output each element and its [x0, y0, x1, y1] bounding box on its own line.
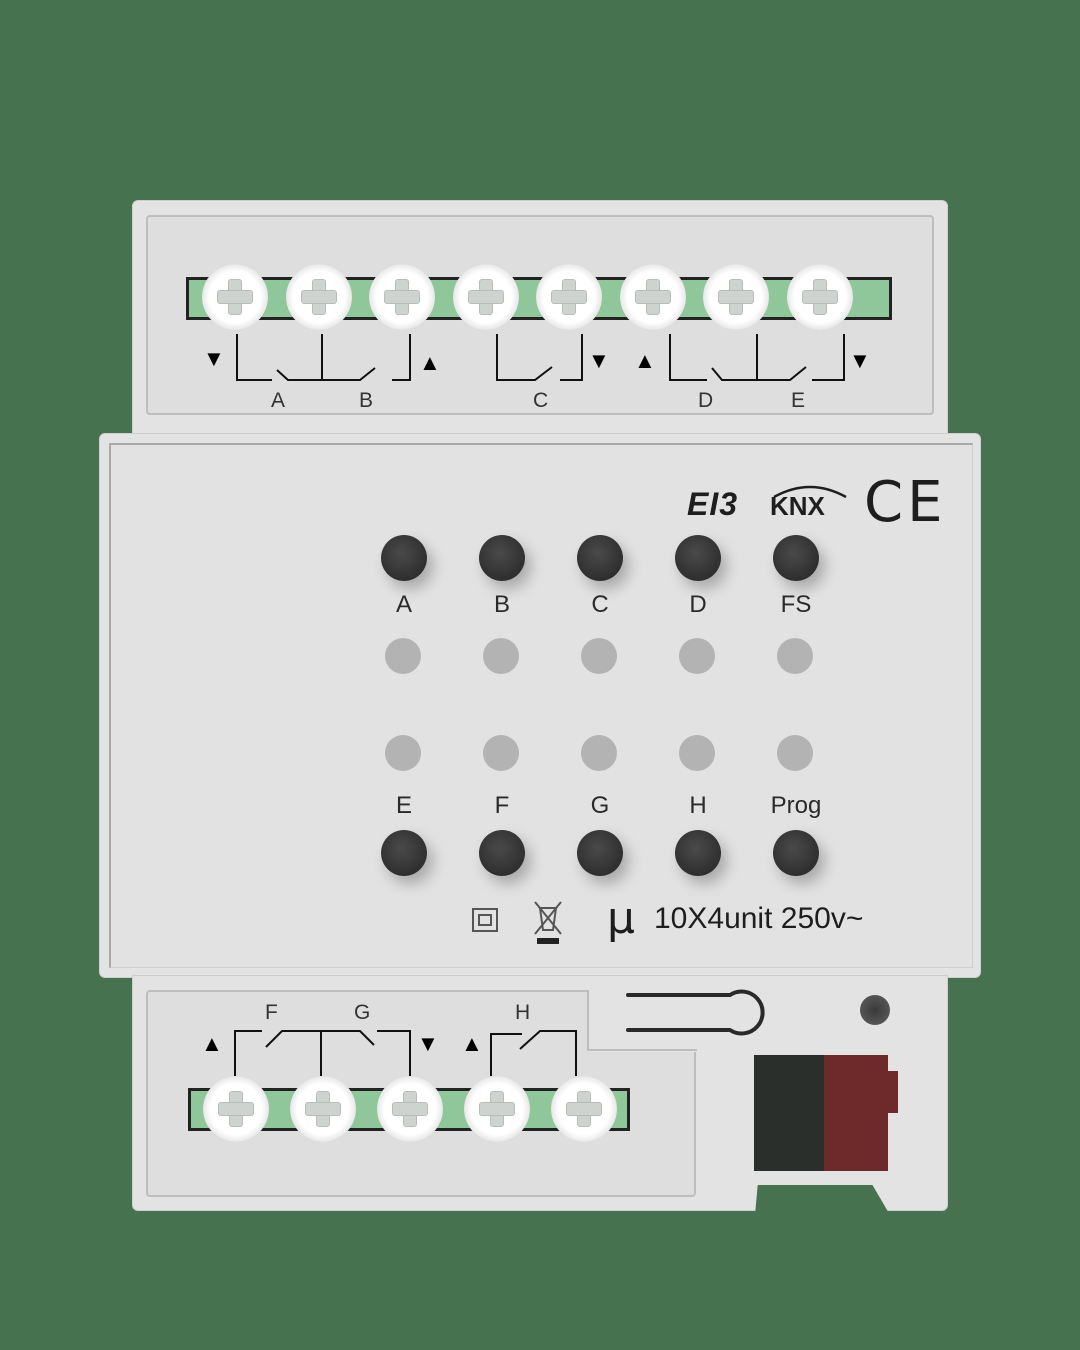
screw-cross-icon: [215, 277, 255, 317]
bottom-screw-row: [203, 1076, 617, 1142]
button-label-b: B: [493, 591, 510, 618]
terminal-screw[interactable]: [551, 1076, 617, 1142]
button-label-d: D: [689, 591, 707, 618]
button-label-e: E: [395, 792, 412, 819]
status-led-h: [679, 735, 715, 771]
channel-label-h: H: [515, 1001, 531, 1024]
screw-cross-icon: [716, 277, 756, 317]
screw-cross-icon: [216, 1089, 256, 1129]
bus-connector-red: [824, 1055, 888, 1171]
up-arrow-icon: ▲: [634, 348, 656, 373]
button-label-prog: Prog: [770, 792, 822, 819]
channel-label-f: F: [265, 1001, 278, 1024]
terminal-screw[interactable]: [452, 264, 519, 330]
channel-c-button[interactable]: [577, 535, 623, 581]
status-led-fs: [777, 638, 813, 674]
status-led-g: [581, 735, 617, 771]
channel-e-button[interactable]: [381, 830, 427, 876]
double-insulation-icon: [472, 908, 498, 932]
status-led-e: [385, 735, 421, 771]
ce-mark-icon: CE: [864, 470, 947, 535]
terminal-screw[interactable]: [202, 264, 268, 330]
channel-h-button[interactable]: [675, 830, 721, 876]
down-arrow-icon: ▼: [588, 348, 610, 373]
down-arrow-icon: ▼: [849, 348, 871, 373]
knx-logo: KNX: [770, 481, 850, 521]
status-led-f: [483, 735, 519, 771]
screw-cross-icon: [466, 277, 506, 317]
button-label-f: F: [494, 792, 510, 819]
channel-b-button[interactable]: [479, 535, 525, 581]
micro-gap-symbol: μ: [607, 893, 635, 944]
status-led-c: [581, 638, 617, 674]
terminal-screw[interactable]: [786, 264, 853, 330]
button-label-a: A: [395, 591, 412, 618]
screw-cross-icon: [564, 1089, 604, 1129]
channel-label-g: G: [354, 1001, 371, 1024]
bus-connector-black: [754, 1055, 824, 1171]
channel-label-d: D: [698, 389, 714, 412]
status-led-a: [385, 638, 421, 674]
up-arrow-icon: ▲: [201, 1031, 223, 1056]
prog-button[interactable]: [773, 830, 819, 876]
screw-cross-icon: [633, 277, 673, 317]
down-arrow-icon: ▼: [203, 346, 225, 371]
terminal-screw[interactable]: [290, 1076, 356, 1142]
channel-d-button[interactable]: [675, 535, 721, 581]
screw-cross-icon: [477, 1089, 517, 1129]
button-label-h: H: [689, 792, 707, 819]
fs-button[interactable]: [773, 535, 819, 581]
terminal-screw[interactable]: [536, 264, 602, 330]
terminal-screw[interactable]: [619, 264, 686, 330]
button-label-g: G: [590, 792, 610, 819]
terminal-screw[interactable]: [703, 264, 769, 330]
channel-g-button[interactable]: [577, 830, 623, 876]
channel-label-c: C: [533, 389, 549, 412]
rating-text: 10X4unit 250v~: [654, 902, 864, 935]
screw-cross-icon: [800, 277, 840, 317]
eib-logo: EI3: [687, 486, 739, 522]
front-panel: [109, 443, 973, 968]
up-arrow-icon: ▲: [461, 1031, 483, 1056]
channel-label-b: B: [359, 389, 374, 412]
channel-label-e: E: [791, 389, 806, 412]
terminal-screw[interactable]: [464, 1076, 530, 1142]
status-led-d: [679, 638, 715, 674]
bus-connector-latch: [886, 1071, 898, 1113]
terminal-screw[interactable]: [203, 1076, 269, 1142]
status-led-b: [483, 638, 519, 674]
up-arrow-icon: ▲: [419, 350, 441, 375]
terminal-screw[interactable]: [369, 264, 435, 330]
button-label-c: C: [591, 591, 609, 618]
terminal-screw[interactable]: [377, 1076, 443, 1142]
screw-cross-icon: [549, 277, 589, 317]
terminal-screw[interactable]: [285, 264, 352, 330]
channel-label-a: A: [271, 389, 286, 412]
down-arrow-icon: ▼: [417, 1031, 439, 1056]
knx-bus-connector[interactable]: [752, 1055, 898, 1175]
weee-bin-icon: [533, 900, 563, 946]
screw-cross-icon: [382, 277, 422, 317]
top-screw-row: [202, 264, 882, 334]
knx-logo-text: KNX: [770, 491, 825, 521]
screw-cross-icon: [299, 277, 339, 317]
channel-a-button[interactable]: [381, 535, 427, 581]
din-rail-notch: [755, 1185, 890, 1215]
screw-cross-icon: [390, 1089, 430, 1129]
prog-led-hole: [860, 995, 890, 1025]
status-led-prog: [777, 735, 813, 771]
screw-cross-icon: [303, 1089, 343, 1129]
button-label-fs: FS: [780, 591, 812, 618]
channel-f-button[interactable]: [479, 830, 525, 876]
